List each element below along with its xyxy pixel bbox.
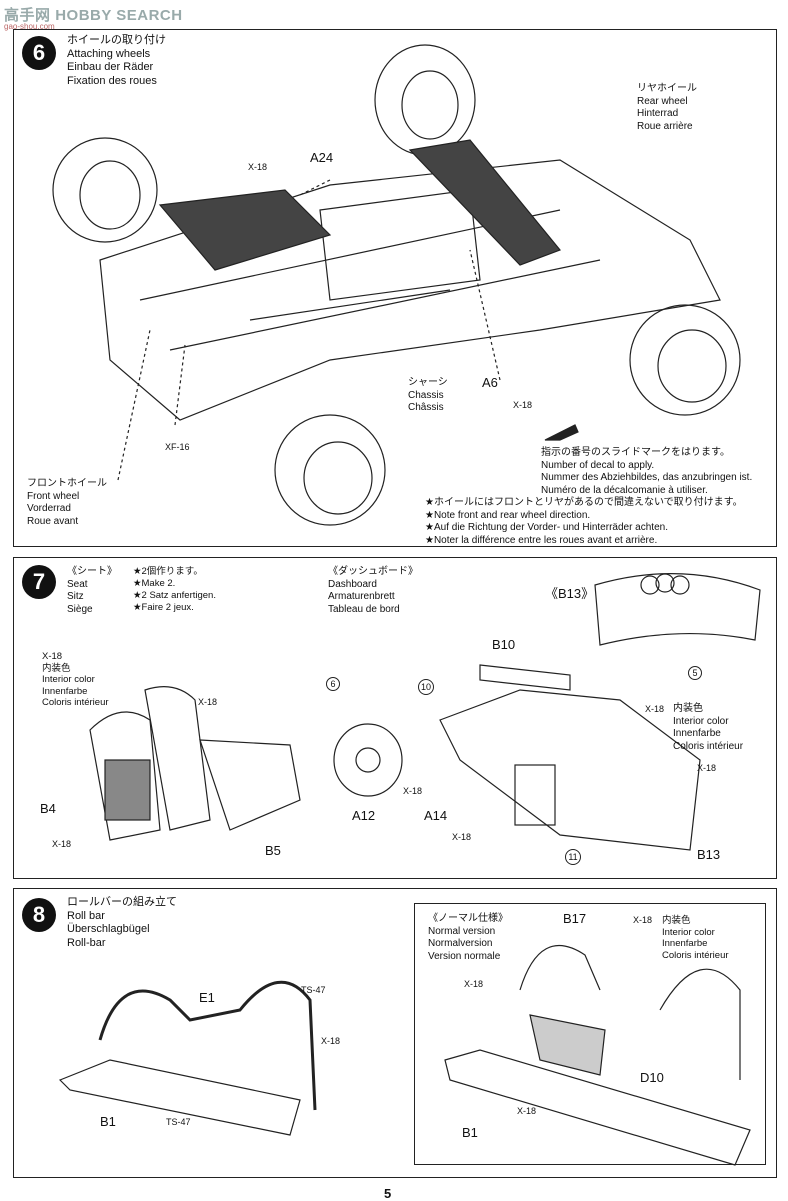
paint-x18-label: X-18	[248, 162, 268, 172]
paint-xf16-label: XF-16	[165, 442, 190, 452]
part-a12-label: A12	[352, 808, 376, 823]
wheel-direction-note: ★ホイールにはフロントとリヤがあるので間違えないで取り付けます。 ★Note f…	[425, 497, 743, 546]
part-e1-label: E1	[199, 990, 215, 1005]
part-a24-drawing	[158, 189, 332, 271]
dash-interior-color: 内装色 Interior color Innenfarbe Coloris in…	[673, 703, 744, 752]
part-a24-label: A24	[310, 150, 334, 165]
seat-x18-label: X-18	[198, 697, 218, 707]
normal-rollbar-drawing	[519, 945, 741, 1080]
part-b1-label-2: B1	[462, 1125, 478, 1140]
decal-10: 10	[418, 679, 434, 695]
part-d10-drawing	[529, 1014, 606, 1076]
front-wheel-label: フロントホイール Front wheel Vorderrad Roue avan…	[27, 478, 107, 527]
part-a6-drawing	[408, 139, 561, 266]
paint-x18-label-2: X-18	[513, 400, 533, 410]
step8-number: 8	[22, 898, 56, 932]
part-d10-label: D10	[640, 1070, 664, 1085]
page-number: 5	[384, 1186, 392, 1201]
dash-x18-label-2: X-18	[697, 763, 717, 773]
decal-11: 11	[565, 849, 581, 865]
part-a6-label: A6	[482, 375, 498, 390]
part-b4-label: B4	[40, 801, 56, 816]
front-right-wheel	[274, 414, 386, 526]
front-left-wheel	[52, 137, 158, 243]
normal-x18-label-3: X-18	[517, 1106, 537, 1116]
decal-5: 5	[688, 666, 702, 680]
step8-panel	[13, 888, 777, 1178]
normal-version-box	[414, 903, 766, 1165]
normal-x18-label: X-18	[633, 915, 653, 925]
step7-number: 7	[22, 565, 56, 599]
decal-arrow	[544, 424, 579, 441]
part-b17-label: B17	[563, 911, 587, 926]
step7-panel	[13, 557, 777, 879]
seat-interior-color: X-18 内装色 Interior color Innenfarbe Color…	[42, 651, 109, 708]
seat-heading: 《シート》 Seat Sitz Siège	[67, 566, 117, 615]
seat-drawing	[89, 711, 161, 841]
normal-version-heading: 《ノーマル仕様》 Normal version Normalversion Ve…	[428, 913, 508, 962]
watermark-title: 高手网 HOBBY SEARCH	[4, 7, 183, 24]
rollbar-e1-drawing	[98, 980, 317, 1111]
normal-interior-color: 内装色 Interior color Innenfarbe Coloris in…	[662, 915, 729, 961]
rear-wheel-label: リヤホイール Rear wheel Hinterrad Roue arrière	[637, 83, 697, 132]
step6-title: ホイールの取り付け Attaching wheels Einbau der Rä…	[67, 34, 166, 87]
rear-right-wheel	[629, 304, 741, 416]
dashboard-drawing	[439, 689, 701, 851]
part-a14-label: A14	[424, 808, 448, 823]
decal-6: 6	[326, 677, 340, 691]
rollbar-x18-label: X-18	[321, 1036, 341, 1046]
decal-note: 指示の番号のスライドマークをはります。 Number of decal to a…	[541, 447, 753, 496]
part-b5-label: B5	[265, 843, 281, 858]
part-b13-label: B13	[697, 847, 721, 862]
watermark-url: gao-shou.com	[4, 22, 55, 31]
dash-x18-label-3: X-18	[403, 786, 423, 796]
normal-x18-label-2: X-18	[464, 979, 484, 989]
seat-x18-label-2: X-18	[52, 839, 72, 849]
paint-ts47-label-2: TS-47	[166, 1117, 191, 1127]
chassis-label: シャーシ Chassis Châssis	[408, 377, 448, 413]
step6-panel	[13, 29, 777, 547]
part-b10-label: B10	[492, 637, 516, 652]
step6-number: 6	[22, 36, 56, 70]
paint-ts47-label: TS-47	[301, 985, 326, 995]
b13-inset-drawing	[594, 573, 761, 646]
rollbar-b1-drawing	[58, 1059, 301, 1136]
dashboard-heading: 《ダッシュボード》 Dashboard Armaturenbrett Table…	[328, 566, 418, 615]
step8-title: ロールバーの組み立て Roll bar Überschlagbügel Roll…	[67, 896, 177, 949]
dash-x18-label-4: X-18	[452, 832, 472, 842]
watermark-logo: 高手网	[4, 7, 51, 24]
dash-x18-label: X-18	[645, 704, 665, 714]
part-b1-label: B1	[100, 1114, 116, 1129]
make-two-note: ★2個作ります。 ★Make 2. ★2 Satz anfertigen. ★F…	[133, 566, 216, 613]
steering-wheel-drawing	[333, 723, 403, 797]
b13-inset-heading: 《B13》	[545, 586, 595, 601]
